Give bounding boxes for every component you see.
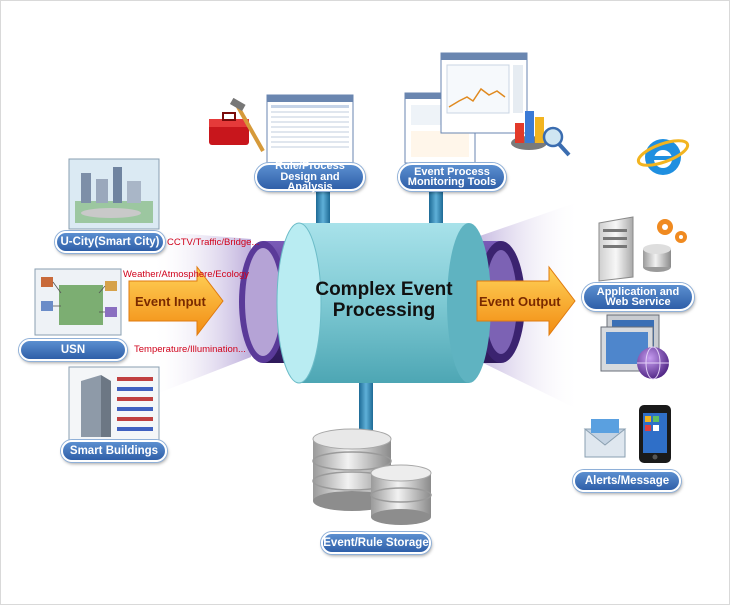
smart-city-image — [68, 158, 160, 230]
cep-cylinder — [276, 222, 491, 384]
tool-monitoring: Event Process Monitoring Tools — [398, 163, 506, 191]
event-output-arrow — [476, 265, 576, 337]
computer-globe-icon — [600, 314, 669, 380]
tool-rule-design: Rule/Process Design and Analysis — [255, 161, 365, 193]
source-u-city: U-City(Smart City) — [55, 231, 165, 253]
target-application-web-service: Application and Web Service — [582, 283, 694, 311]
chart-magnifier-icon — [511, 111, 571, 157]
event-input-arrow — [128, 265, 224, 337]
source-smart-buildings: Smart Buildings — [61, 440, 167, 462]
rule-design-screenshot — [266, 94, 354, 164]
database-icon — [312, 428, 432, 525]
envelope-icon — [583, 419, 627, 458]
internet-explorer-icon — [636, 139, 690, 175]
storage-label: Event/Rule Storage — [321, 532, 431, 554]
server-gears-icon — [598, 216, 687, 282]
usn-network-image — [34, 268, 122, 336]
cep-title: Complex Event Processing — [315, 279, 453, 321]
smartphone-icon — [639, 405, 671, 463]
source-usn: USN — [19, 339, 127, 361]
toolbox-icon — [209, 97, 265, 152]
event-output-label: Event Output — [479, 294, 561, 309]
stream-label-temperature: Temperature/Illumination... — [134, 344, 246, 355]
smart-building-image — [68, 366, 160, 442]
monitoring-screenshot — [404, 52, 528, 164]
stream-label-weather: Weather/Atmosphere/Ecology — [123, 269, 250, 280]
target-alerts-message: Alerts/Message — [573, 470, 681, 492]
event-input-label: Event Input — [135, 294, 206, 309]
stream-label-cctv: CCTV/Traffic/Bridge... — [167, 237, 260, 248]
